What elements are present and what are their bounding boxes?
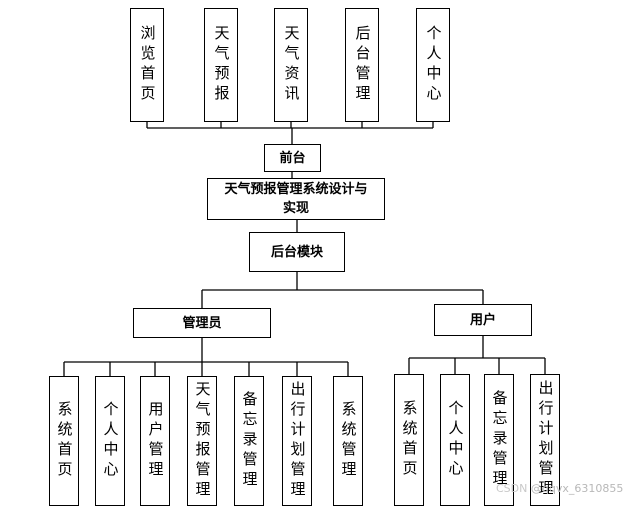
csdn-watermark: CSDN @qqvx_6310855 [496, 482, 623, 495]
user-module-system-home: 系统首页 [394, 374, 424, 506]
backend-node-label: 后台模块 [270, 244, 323, 260]
admin-module-label: 用户管理 [146, 401, 165, 481]
front-module-weather-forecast: 天气预报 [204, 8, 238, 122]
admin-module-label: 系统管理 [339, 401, 358, 481]
user-module-label: 备忘录管理 [490, 390, 509, 490]
front-module-backend-admin: 后台管理 [345, 8, 379, 122]
admin-module-label: 备忘录管理 [240, 391, 259, 491]
watermark-source: CSDN [496, 482, 528, 495]
front-module-browse-home: 浏览首页 [130, 8, 164, 122]
admin-node-label: 管理员 [182, 315, 222, 331]
admin-module-personal-center: 个人中心 [95, 376, 125, 506]
user-module-label: 出行计划管理 [536, 380, 555, 500]
admin-module-travel-plan-management: 出行计划管理 [282, 376, 312, 506]
admin-node: 管理员 [133, 308, 271, 338]
admin-module-label: 出行计划管理 [288, 381, 307, 501]
front-module-label: 后台管理 [353, 25, 372, 105]
watermark-handle: @qqvx_6310855 [530, 482, 624, 495]
user-module-label: 个人中心 [446, 400, 465, 480]
admin-module-user-management: 用户管理 [140, 376, 170, 506]
admin-module-label: 个人中心 [101, 401, 120, 481]
admin-module-system-management: 系统管理 [333, 376, 363, 506]
root-node-label: 天气预报管理系统设计与实现 [224, 182, 368, 216]
root-node: 天气预报管理系统设计与实现 [207, 178, 385, 220]
front-module-personal-center: 个人中心 [416, 8, 450, 122]
admin-module-forecast-management: 天气预报管理 [187, 376, 217, 506]
front-module-label: 个人中心 [424, 25, 443, 105]
front-module-weather-news: 天气资讯 [274, 8, 308, 122]
front-module-label: 天气资讯 [282, 25, 301, 105]
user-module-personal-center: 个人中心 [440, 374, 470, 506]
front-node: 前台 [264, 144, 321, 172]
backend-node: 后台模块 [249, 232, 345, 272]
user-module-label: 系统首页 [400, 400, 419, 480]
admin-module-label: 系统首页 [55, 401, 74, 481]
user-module-memo-management: 备忘录管理 [484, 374, 514, 506]
user-node-label: 用户 [469, 312, 496, 328]
user-node: 用户 [434, 304, 532, 336]
front-module-label: 浏览首页 [138, 25, 157, 105]
front-node-label: 前台 [279, 150, 306, 166]
front-module-label: 天气预报 [212, 25, 231, 105]
admin-module-label: 天气预报管理 [193, 381, 212, 501]
admin-module-memo-management: 备忘录管理 [234, 376, 264, 506]
admin-module-system-home: 系统首页 [49, 376, 79, 506]
